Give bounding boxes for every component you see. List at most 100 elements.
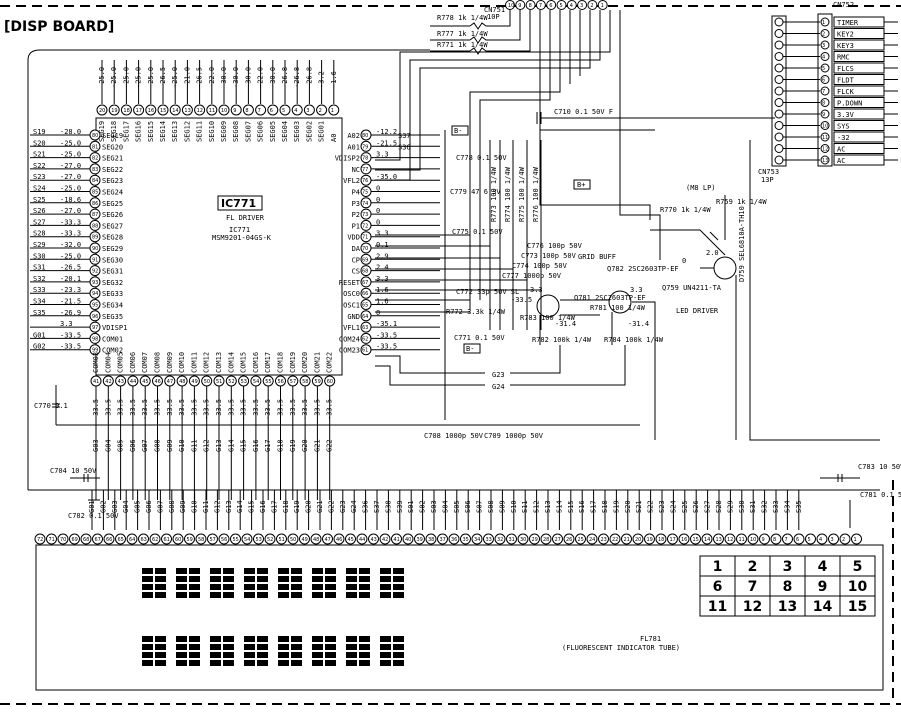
pin-net: S23: [33, 173, 46, 181]
fl-net-label: S32: [761, 500, 769, 513]
pin-marker: [69, 533, 80, 545]
pin-signal: P.DOWN: [837, 100, 862, 108]
pin-net: G07: [141, 439, 149, 452]
fl781-body: [35, 544, 884, 691]
pin-net: S34: [33, 298, 46, 306]
pin-net: G08: [154, 439, 162, 452]
fl-net-label: S05: [453, 500, 461, 513]
digit-segment: [176, 592, 187, 598]
pin-number: 80: [92, 133, 98, 139]
digit-segment: [223, 660, 234, 666]
fl-net-label: G09: [179, 500, 187, 513]
c773-label: C773 100p 50V: [521, 252, 577, 260]
pin-signal: RESET: [339, 279, 361, 287]
pin-number: 53: [241, 379, 247, 385]
grid-cell-box: [839, 595, 876, 617]
digit-segment: [257, 644, 268, 650]
fl-net-label: S06: [464, 500, 472, 513]
pin-marker: [517, 533, 529, 545]
pin-number: 2: [842, 537, 845, 543]
pin-marker: [566, 0, 577, 10]
pin-number: 68: [83, 537, 89, 543]
pin-marker: [89, 265, 101, 277]
pin-number: 57: [210, 537, 216, 543]
cn753-size: 13P: [761, 176, 774, 184]
pin-number: 4: [570, 3, 573, 9]
digit-segment: [210, 644, 221, 650]
digit-segment: [257, 636, 268, 642]
pin-marker: [774, 17, 784, 27]
pin-number: 84: [92, 178, 98, 184]
pin-marker: [546, 0, 557, 10]
pin-signal: OSC0: [343, 290, 360, 298]
pin-voltage: -32.0: [60, 241, 81, 249]
pin-voltage: -21.5: [376, 139, 397, 147]
pin-net: S25: [33, 196, 46, 204]
grid-cell-number: 4: [818, 559, 828, 575]
digit-segment: [244, 636, 255, 642]
pin-voltage: -22.0: [208, 67, 216, 88]
pin-marker: [552, 533, 563, 545]
digit-segment: [176, 576, 187, 582]
svg-text:3.3: 3.3: [630, 286, 643, 294]
pin-number: 32: [497, 537, 503, 543]
d759-label: D759 SEL6810A-TH10: [738, 206, 746, 282]
digit-segment: [142, 644, 153, 650]
pin-marker: [108, 104, 120, 116]
svg-text:-31.4: -31.4: [628, 320, 649, 328]
ic771-label: IC771: [221, 197, 256, 210]
pin-number: 10: [508, 3, 514, 9]
pin-number: 56: [278, 379, 284, 385]
pin-marker: [57, 533, 69, 545]
pin-number: 16: [681, 537, 687, 543]
digit-segment: [244, 584, 255, 590]
pin-number: 33: [486, 537, 492, 543]
digit-segment: [210, 576, 221, 582]
pin-signal: P4: [352, 189, 360, 197]
pin-voltage: -26.5: [60, 264, 81, 272]
pin-marker: [89, 186, 101, 197]
pin-number: 26: [566, 537, 572, 543]
fl-net-label: G20: [305, 500, 313, 513]
digit-segment: [393, 584, 404, 590]
pin-number: 56: [221, 537, 227, 543]
pin-signal: SEG21: [102, 155, 123, 163]
pin-net: S20: [33, 139, 46, 147]
pin-signal: COM03: [92, 352, 100, 373]
pin-marker: [774, 75, 784, 84]
digit-segment: [346, 644, 357, 650]
pin-marker: [89, 310, 101, 322]
pin-number: 11: [739, 537, 745, 543]
digit-segment: [210, 592, 221, 598]
pin-marker: [774, 109, 784, 119]
pin-number: 9: [822, 112, 825, 118]
pin-number: 6: [270, 108, 273, 114]
fl-net-label: S12: [533, 500, 541, 513]
pin-marker: [820, 40, 830, 50]
digit-segment: [244, 576, 255, 582]
pin-voltage: -33.5: [376, 343, 397, 351]
fl-net-label: G23: [339, 500, 347, 513]
pin-marker: [632, 533, 644, 545]
q759-symbol: [713, 256, 737, 280]
pin-number: 3: [580, 3, 583, 9]
pin-number: 96: [92, 314, 98, 320]
pin-marker: [770, 533, 782, 545]
digit-segment: [359, 576, 370, 582]
pin-number: 1: [601, 3, 604, 9]
pin-number: 41: [93, 379, 99, 385]
pin-signal: COM24: [339, 335, 360, 343]
pin-number: 1: [331, 108, 334, 114]
ic771-body: [95, 117, 343, 376]
fl-net-label: S34: [783, 500, 791, 513]
pin-voltage: 3.3: [60, 320, 73, 328]
ic771-ref: IC771: [229, 226, 250, 234]
pin-voltage: 2.9: [376, 252, 389, 260]
digit-segment: [393, 636, 404, 642]
fl-net-label: S39: [396, 500, 404, 513]
fl-net-label: G15: [248, 500, 256, 513]
fl-net-label: S22: [647, 500, 655, 513]
pin-marker: [820, 155, 830, 165]
pin-marker: [356, 533, 368, 545]
pin-voltage: -33.3: [60, 218, 81, 226]
